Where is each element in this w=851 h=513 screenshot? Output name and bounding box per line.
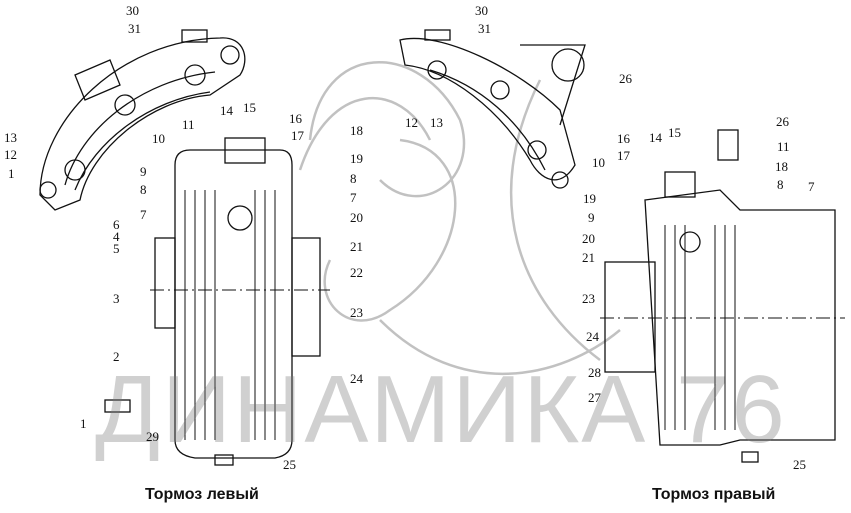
right-part-label: 15 <box>668 125 681 140</box>
left-part-label: 22 <box>350 265 363 280</box>
left-part-label: 12 <box>4 147 17 162</box>
right-part-label: 14 <box>649 130 662 145</box>
left-part-label: 30 <box>126 3 139 18</box>
right-part-label: 27 <box>588 390 601 405</box>
left-part-label: 17 <box>291 128 304 143</box>
left-part-label: 1 <box>80 416 87 431</box>
left-part-label: 14 <box>220 103 233 118</box>
left-part-label: 6 <box>113 217 120 232</box>
left-part-label: 11 <box>182 117 195 132</box>
left-part-label: 23 <box>350 305 363 320</box>
left-part-label: 13 <box>4 130 17 145</box>
watermark: ДИНАМИКА 76 <box>95 356 787 463</box>
left-brake-arm <box>39 29 246 211</box>
left-part-label: 29 <box>146 429 159 444</box>
left-part-label: 3 <box>113 291 120 306</box>
right-part-label: 8 <box>777 177 784 192</box>
left-part-label: 19 <box>350 151 363 166</box>
right-brake-arm <box>399 29 586 189</box>
right-part-label: 9 <box>588 210 595 225</box>
right-brake-housing <box>600 129 845 463</box>
right-part-label: 17 <box>617 148 630 163</box>
left-part-label: 25 <box>283 457 296 472</box>
left-part-label: 8 <box>350 171 357 186</box>
watermark-swirl <box>298 61 621 375</box>
left-part-label: 7 <box>350 190 357 205</box>
right-part-label: 12 <box>405 115 418 130</box>
right-part-label: 21 <box>582 250 595 265</box>
right-part-label: 23 <box>582 291 595 306</box>
left-part-label: 21 <box>350 239 363 254</box>
right-part-label: 25 <box>793 457 806 472</box>
right-part-label: 7 <box>808 179 815 194</box>
left-part-label: 31 <box>128 21 141 36</box>
right-part-label: 19 <box>583 191 596 206</box>
left-part-label: 4 <box>113 229 120 244</box>
caption-left-brake: Тормоз левый <box>145 486 259 503</box>
left-part-label: 16 <box>289 111 302 126</box>
right-part-label: 31 <box>478 21 491 36</box>
right-part-label: 13 <box>430 115 443 130</box>
right-part-label: 26 <box>776 114 789 129</box>
left-part-label: 2 <box>113 349 120 364</box>
right-part-label: 11 <box>777 139 790 154</box>
left-part-label: 8 <box>140 182 147 197</box>
right-part-label: 24 <box>586 329 599 344</box>
left-part-label: 10 <box>152 131 165 146</box>
left-part-label: 24 <box>350 371 363 386</box>
left-part-label: 18 <box>350 123 363 138</box>
left-part-label: 5 <box>113 241 120 256</box>
right-part-label: 10 <box>592 155 605 170</box>
left-part-label: 1 <box>8 166 15 181</box>
right-part-label: 26 <box>619 71 632 86</box>
right-part-label: 20 <box>582 231 595 246</box>
right-part-label: 18 <box>775 159 788 174</box>
left-part-label: 20 <box>350 210 363 225</box>
left-part-label: 7 <box>140 207 147 222</box>
right-part-label: 28 <box>588 365 601 380</box>
left-brake-housing <box>104 137 330 466</box>
left-part-label: 15 <box>243 100 256 115</box>
caption-right-brake: Тормоз правый <box>652 486 776 503</box>
right-part-label: 30 <box>475 3 488 18</box>
right-part-label: 16 <box>617 131 630 146</box>
left-part-label: 9 <box>140 164 147 179</box>
